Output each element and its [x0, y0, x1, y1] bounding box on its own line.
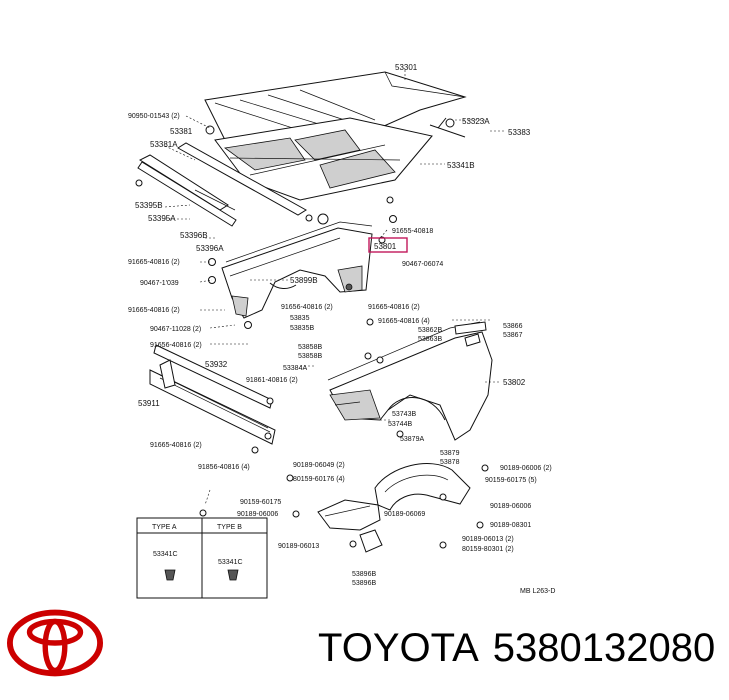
- target-part-highlight: [368, 237, 408, 253]
- label-type-a: TYPE A: [152, 524, 177, 531]
- label-type-b: TYPE B: [217, 524, 242, 531]
- label-53801: 53801: [374, 242, 397, 251]
- label-53867: 53867: [503, 332, 523, 339]
- label-53381A: 53381A: [150, 140, 178, 149]
- type-table: [136, 509, 268, 599]
- label-53899B: 53899B: [290, 276, 318, 285]
- label-53395A: 53395A: [148, 214, 176, 223]
- label-53879: 53879: [440, 450, 460, 457]
- radiator-support: [149, 344, 276, 454]
- label-53323A: 53323A: [462, 117, 490, 126]
- label-53341C-b: 53341C: [218, 559, 243, 566]
- label-90189-06006-b: 90189-06006: [490, 503, 531, 510]
- label-90467-06074: 90467-06074: [402, 261, 443, 268]
- label-90189-06006-c: 90189-06006: [237, 511, 278, 518]
- label-53301: 53301: [395, 63, 418, 72]
- label-91665-40816-mid2: 91665-40816 (2): [368, 304, 420, 311]
- label-80159-80301: 80159-80301 (2): [462, 546, 514, 553]
- label-90950-01543: 90950-01543 (2): [128, 113, 180, 120]
- label-53744B: 53744B: [388, 421, 412, 428]
- label-90189-06006-a: 90189-06006 (2): [500, 465, 552, 472]
- label-90159-60175-b: 90159-60175: [240, 499, 281, 506]
- label-53396B: 53396B: [180, 231, 208, 240]
- label-91856-40816: 91856-40816 (4): [198, 464, 250, 471]
- label-80159-60176: 80159-60176 (4): [293, 476, 345, 483]
- fender-right: [327, 318, 493, 441]
- label-91656-40816-l3: 91656-40816 (2): [150, 342, 202, 349]
- label-53896B-b: 53896B: [352, 580, 376, 587]
- label-53858B-2: 53858B: [298, 353, 322, 360]
- label-91665-40816-r: 91665-40816 (4): [378, 318, 430, 325]
- label-53862B: 53862B: [418, 327, 442, 334]
- label-53743B: 53743B: [392, 411, 416, 418]
- label-91665-40816-low: 91665-40816 (2): [150, 442, 202, 449]
- label-91665-40816-a: 91665-40816 (2): [128, 259, 180, 266]
- label-53835: 53835: [290, 315, 310, 322]
- label-53879A: 53879A: [400, 436, 424, 443]
- label-91665-40816-b: 91665-40816 (2): [128, 307, 180, 314]
- label-53878: 53878: [440, 459, 460, 466]
- label-90189-06013-a: 90189-06013 (2): [462, 536, 514, 543]
- parts-diagram: 53301 90950-01543 (2) 53381 53381A 53323…: [128, 63, 555, 599]
- hood-assembly: [135, 71, 467, 227]
- label-53866: 53866: [503, 323, 523, 330]
- label-91656-40816-mid: 91656-40816 (2): [281, 304, 333, 311]
- fender-liner: [286, 430, 489, 553]
- fender-left: [208, 221, 386, 329]
- callout-labels: 53301 90950-01543 (2) 53381 53381A 53323…: [128, 63, 555, 595]
- label-53858B: 53858B: [298, 344, 322, 351]
- label-53381: 53381: [170, 127, 193, 136]
- label-53835B: 53835B: [290, 325, 314, 332]
- label-90467-1039: 90467-1'039: [140, 280, 179, 287]
- label-53911: 53911: [138, 399, 160, 408]
- product-caption: TOYOTA 5380132080: [318, 626, 729, 671]
- leader-lines: [164, 70, 505, 506]
- label-53341B: 53341B: [447, 161, 475, 170]
- label-53802: 53802: [503, 378, 526, 387]
- label-90189-08301: 90189-08301: [490, 522, 531, 529]
- toyota-logo-icon: [6, 609, 104, 677]
- label-53383: 53383: [508, 128, 531, 137]
- part-number: 5380132080: [492, 626, 716, 670]
- label-53863B: 53863B: [418, 336, 442, 343]
- label-90467-11028: 90467-11028 (2): [150, 326, 201, 333]
- label-90159-60175-a: 90159-60175 (5): [485, 477, 537, 484]
- label-53896B-a: 53896B: [352, 571, 376, 578]
- label-91655-40818: 91655-40818: [392, 228, 433, 235]
- label-91861-40816: 91861-40816 (2): [246, 377, 298, 384]
- label-90189-06069: 90189-06069: [384, 511, 425, 518]
- label-90189-06013-b: 90189-06013: [278, 543, 319, 550]
- label-53384A: 53384A: [283, 365, 307, 372]
- label-90189-06049: 90189-06049 (2): [293, 462, 345, 469]
- label-53932: 53932: [205, 360, 228, 369]
- label-53395B: 53395B: [135, 201, 163, 210]
- label-53396A: 53396A: [196, 244, 224, 253]
- label-53341C-a: 53341C: [153, 551, 178, 558]
- brand-name: TOYOTA: [318, 626, 479, 670]
- label-diagram-code: MB L263-D: [520, 588, 555, 595]
